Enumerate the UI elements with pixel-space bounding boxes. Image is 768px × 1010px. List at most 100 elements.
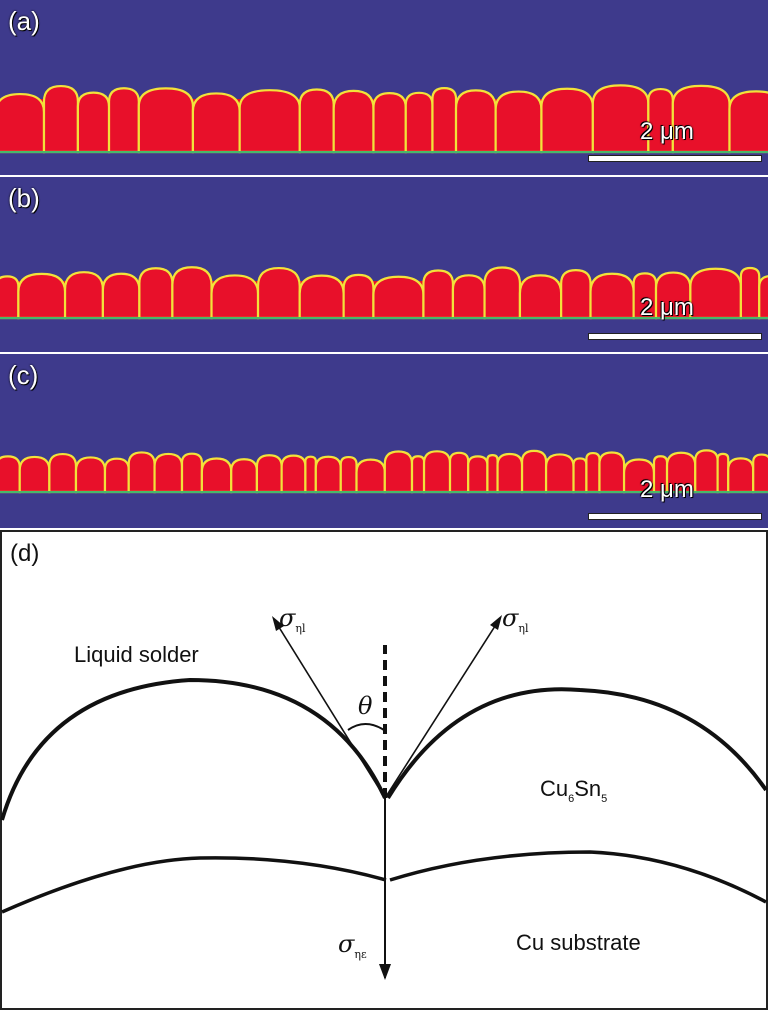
grain [74,456,107,494]
sigma-bottom-symbol: σ [338,930,355,958]
cu-substrate-label: Cu substrate [516,930,641,955]
grain [544,453,575,494]
grain [716,452,730,494]
sigma-left-sub: ηl [295,622,306,635]
left-substrate-interface [1,856,387,914]
grain [332,89,375,154]
panel-border [0,530,768,1010]
grain [694,449,719,494]
sigma-bottom-sub: ηε [354,948,367,961]
imc-sub-2: 5 [601,793,608,805]
grain [451,274,486,320]
grain [339,455,358,494]
grain [404,91,434,154]
panel-label-b: (b) [8,183,40,213]
imc-base: Cu [540,776,569,801]
grain [422,269,455,320]
sigma-right-label: σηl [502,604,529,635]
grain [210,274,260,320]
grain [410,455,426,494]
grain [372,92,407,154]
grain [0,455,21,494]
grain [256,266,301,320]
grain [758,275,768,320]
grain [585,451,601,494]
grain [171,266,213,320]
grain [191,92,241,154]
theta-angle-arc [347,723,385,731]
grain [496,452,524,494]
grain [230,458,259,494]
arrowhead-bottom [379,964,391,980]
imc-mid: Sn [574,776,602,801]
grain [342,273,375,320]
scale-bar-a [589,156,761,161]
grain [200,457,233,494]
grain [540,87,594,154]
scale-label-a: 2 μm [640,118,694,145]
panel-label-a: (a) [8,6,40,36]
grain [42,84,79,154]
grain [298,88,335,154]
grain [486,454,499,494]
imc-sub-1: 6 [568,793,575,805]
grain [727,457,755,494]
sigma-right-sub: ηl [518,622,529,635]
grain [18,455,51,494]
grain [0,275,20,320]
panel-label-d: (d) [10,540,40,567]
grain [448,451,470,494]
grain [494,90,543,154]
grain [280,454,307,494]
grain [355,458,386,494]
grain [238,89,301,154]
grain [560,268,592,320]
micrograph-panel-c: (c) 2 μm [0,354,768,528]
grain [483,266,522,320]
sigma-left-symbol: σ [279,604,296,632]
grain [180,452,203,494]
right-substrate-interface [389,850,767,904]
right-grain-boundary [386,687,768,800]
grain [422,450,452,494]
micrograph-panel-b: (b) 2 μm [0,177,768,352]
sigma-bottom-label: σηε [338,930,367,961]
left-tension-arrow [276,623,386,799]
grain [752,453,768,494]
grain [127,451,156,494]
grain [372,275,425,320]
grain [0,92,46,154]
grain [689,267,742,320]
arrowhead-left [272,616,284,631]
sigma-left-label: σηl [279,604,306,635]
schematic-panel-d: (d) Liquid solder Cu6Sn5 Cu substrate ση… [0,530,768,1010]
panel-label-c: (c) [8,360,39,390]
micrograph-panel-a: (a) 2 μm [0,0,768,175]
grain [598,451,626,494]
right-tension-arrow [384,622,498,799]
grain [304,455,317,494]
arrowhead-right [490,615,502,630]
grain [454,89,497,154]
grain [518,274,563,320]
grain-layer-b [0,266,768,320]
left-grain-boundary [0,677,387,821]
grain [314,455,342,494]
grain-layer-a [0,84,768,154]
grain [107,87,140,154]
grain [101,272,141,320]
grain [63,271,104,320]
grain [76,91,111,154]
grain [728,90,768,154]
grain [103,457,130,494]
grain [589,272,635,320]
scale-bar-c [589,514,761,519]
grain [255,454,283,494]
grain [298,274,345,320]
liquid-solder-label: Liquid solder [74,642,199,667]
grain [671,84,731,154]
grain [138,267,174,320]
grain [467,455,489,494]
grain [48,452,78,494]
